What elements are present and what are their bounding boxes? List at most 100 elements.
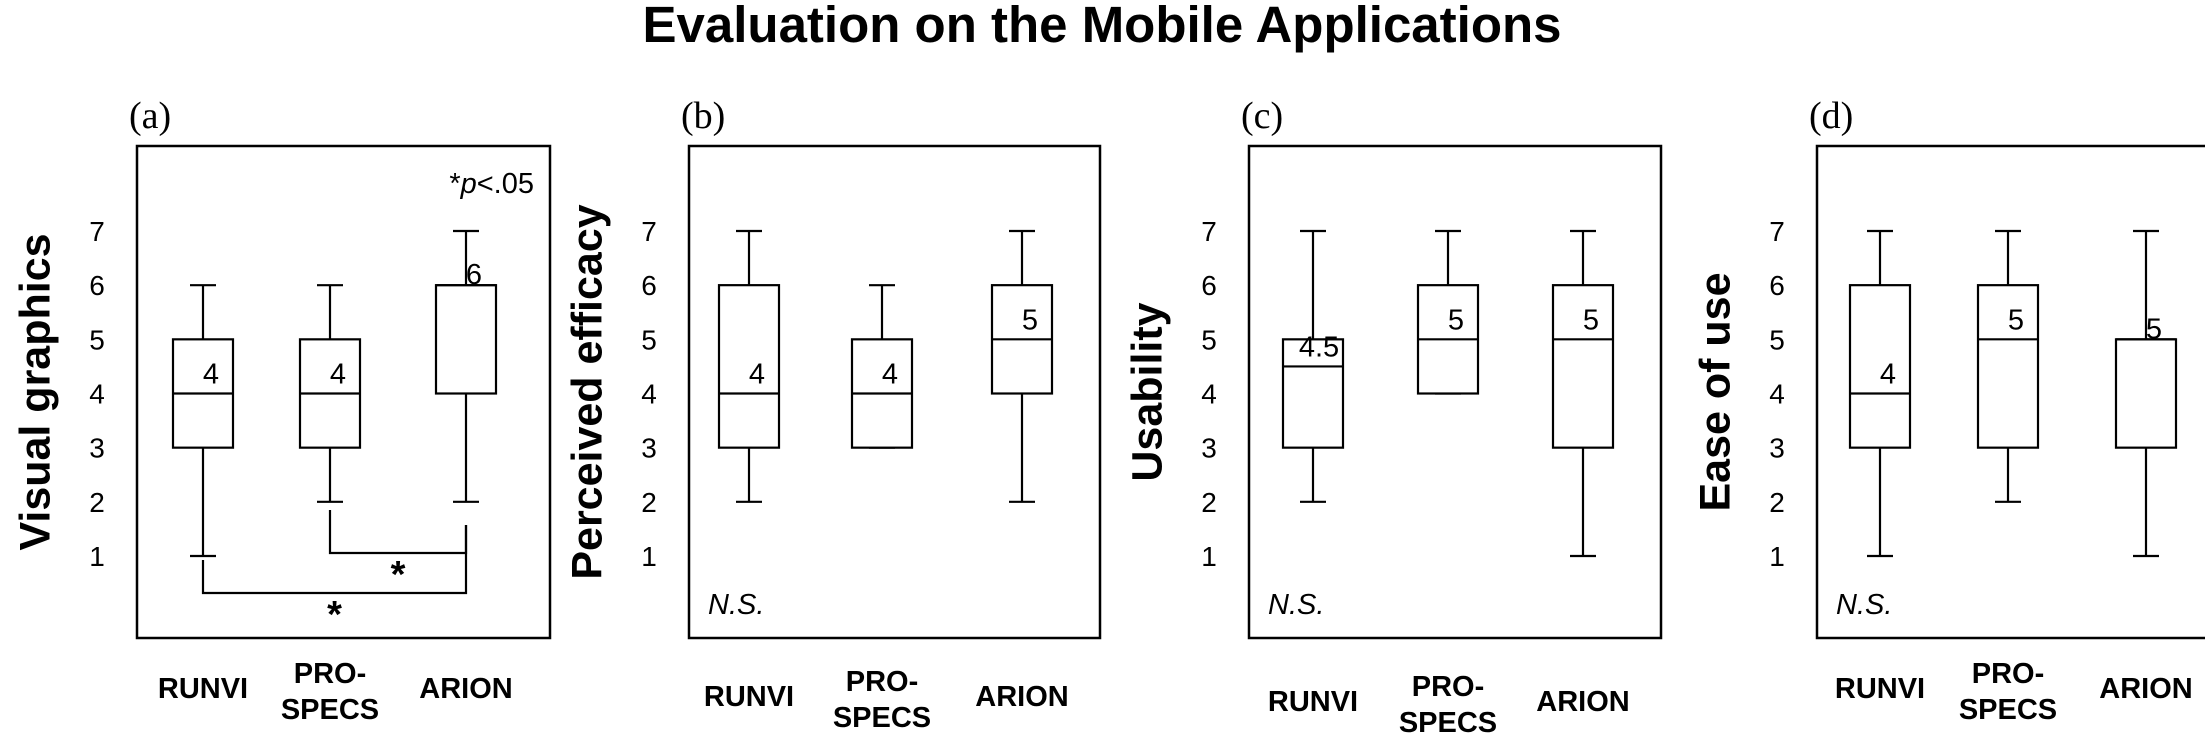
- p-value-part: <.05: [477, 168, 534, 200]
- p-value-annotation: *p<.05: [449, 168, 534, 200]
- box-plot-3: 5: [1551, 229, 1615, 558]
- figure-title: Evaluation on the Mobile Applications: [643, 0, 1562, 53]
- x-category-label: RUNVI: [158, 673, 248, 705]
- y-tick-label: 5: [1201, 324, 1217, 355]
- significance-star: *: [327, 594, 342, 636]
- y-axis-label: Perceived efficacy: [563, 204, 611, 579]
- y-axis-label: Visual graphics: [11, 233, 59, 550]
- median-value-label: 4: [749, 359, 765, 391]
- y-tick-label: 6: [641, 270, 657, 301]
- plot-frame: [1815, 144, 2205, 640]
- y-tick-label: 1: [1769, 541, 1785, 572]
- median-value-label: 4: [203, 359, 219, 391]
- box-plot-3: 6: [434, 229, 498, 503]
- x-category-label-line: SPECS: [1959, 694, 2057, 726]
- box-plot-1: 4.5: [1281, 229, 1345, 503]
- median-value-label: 4: [1880, 359, 1896, 391]
- y-tick-label: 5: [89, 324, 105, 355]
- median-value-label: 4.5: [1299, 331, 1339, 363]
- x-category-label-line: SPECS: [281, 694, 379, 726]
- y-tick-label: 7: [1201, 216, 1217, 247]
- y-tick-label: 5: [1769, 324, 1785, 355]
- iqr-box: [1281, 338, 1345, 449]
- x-category-label: ARION: [2099, 673, 2192, 705]
- plot-frame: [135, 144, 552, 640]
- x-category-label: RUNVI: [1835, 673, 1925, 705]
- panel-label: (c): [1241, 95, 1283, 137]
- significance-note: N.S.: [1268, 589, 1324, 621]
- y-tick-label: 4: [1201, 379, 1217, 410]
- y-tick-label: 1: [641, 541, 657, 572]
- y-tick-label: 4: [1769, 379, 1785, 410]
- x-category-label: RUNVI: [1268, 686, 1358, 718]
- box-plot-2: 5: [1416, 229, 1480, 395]
- box-plot-1: 4: [1848, 229, 1912, 558]
- x-category-label-line: SPECS: [833, 702, 931, 734]
- median-value-label: 5: [2146, 313, 2162, 345]
- median-value-label: 5: [1022, 304, 1038, 336]
- box-plot-2: 4: [850, 284, 914, 449]
- y-tick-label: 4: [89, 379, 105, 410]
- x-category-label: RUNVI: [704, 681, 794, 713]
- y-axis-label: Usability: [1123, 302, 1171, 481]
- y-tick-label: 2: [641, 487, 657, 518]
- y-tick-label: 3: [1769, 433, 1785, 464]
- iqr-box: [434, 284, 498, 395]
- median-value-label: 6: [466, 259, 482, 291]
- box-plot-3: 5: [990, 229, 1054, 503]
- panel-label: (d): [1809, 95, 1853, 137]
- median-value-label: 5: [1583, 304, 1599, 336]
- x-category-label: PRO-SPECS: [1399, 671, 1497, 739]
- y-tick-label: 3: [641, 433, 657, 464]
- y-tick-label: 5: [641, 324, 657, 355]
- significance-note: N.S.: [1836, 589, 1892, 621]
- bracket-line: [328, 510, 468, 555]
- median-value-label: 5: [1448, 304, 1464, 336]
- significance-note: N.S.: [708, 589, 764, 621]
- panel-label: (a): [129, 95, 171, 137]
- bracket-line: [201, 525, 468, 595]
- y-tick-label: 7: [89, 216, 105, 247]
- y-tick-label: 6: [89, 270, 105, 301]
- iqr-box: [1976, 284, 2040, 449]
- y-tick-label: 3: [1201, 433, 1217, 464]
- median-value-label: 4: [330, 359, 346, 391]
- plot-frame: [687, 144, 1102, 640]
- y-tick-label: 6: [1769, 270, 1785, 301]
- x-category-label: PRO-SPECS: [281, 658, 379, 726]
- box-plot-2: 5: [1976, 229, 2040, 503]
- y-tick-label: 2: [1201, 487, 1217, 518]
- y-tick-label: 1: [89, 541, 105, 572]
- y-tick-label: 3: [89, 433, 105, 464]
- plot-frame: [1247, 144, 1663, 640]
- y-tick-label: 2: [89, 487, 105, 518]
- y-tick-label: 7: [641, 216, 657, 247]
- x-category-label: PRO-SPECS: [1959, 658, 2057, 726]
- panel-label: (b): [681, 95, 725, 137]
- iqr-box: [1551, 284, 1615, 449]
- y-tick-label: 7: [1769, 216, 1785, 247]
- iqr-box: [1848, 284, 1912, 449]
- median-value-label: 5: [2008, 304, 2024, 336]
- x-category-label-line: PRO-: [846, 666, 919, 698]
- significance-bracket-2: *: [201, 525, 468, 636]
- x-category-label: ARION: [975, 681, 1068, 713]
- median-value-label: 4: [882, 359, 898, 391]
- y-axis-label: Ease of use: [1691, 273, 1739, 512]
- p-value-part: *: [449, 168, 460, 200]
- y-tick-label: 4: [641, 379, 657, 410]
- significance-bracket-1: *: [328, 510, 468, 596]
- x-category-label: PRO- SPECS: [833, 666, 931, 734]
- p-value-part: p: [460, 168, 477, 200]
- x-category-label-line: SPECS: [1399, 707, 1497, 739]
- y-tick-label: 2: [1769, 487, 1785, 518]
- x-category-label: ARION: [419, 673, 512, 705]
- box-plot-3: 5: [2114, 229, 2178, 558]
- box-plot-1: 4: [171, 284, 235, 558]
